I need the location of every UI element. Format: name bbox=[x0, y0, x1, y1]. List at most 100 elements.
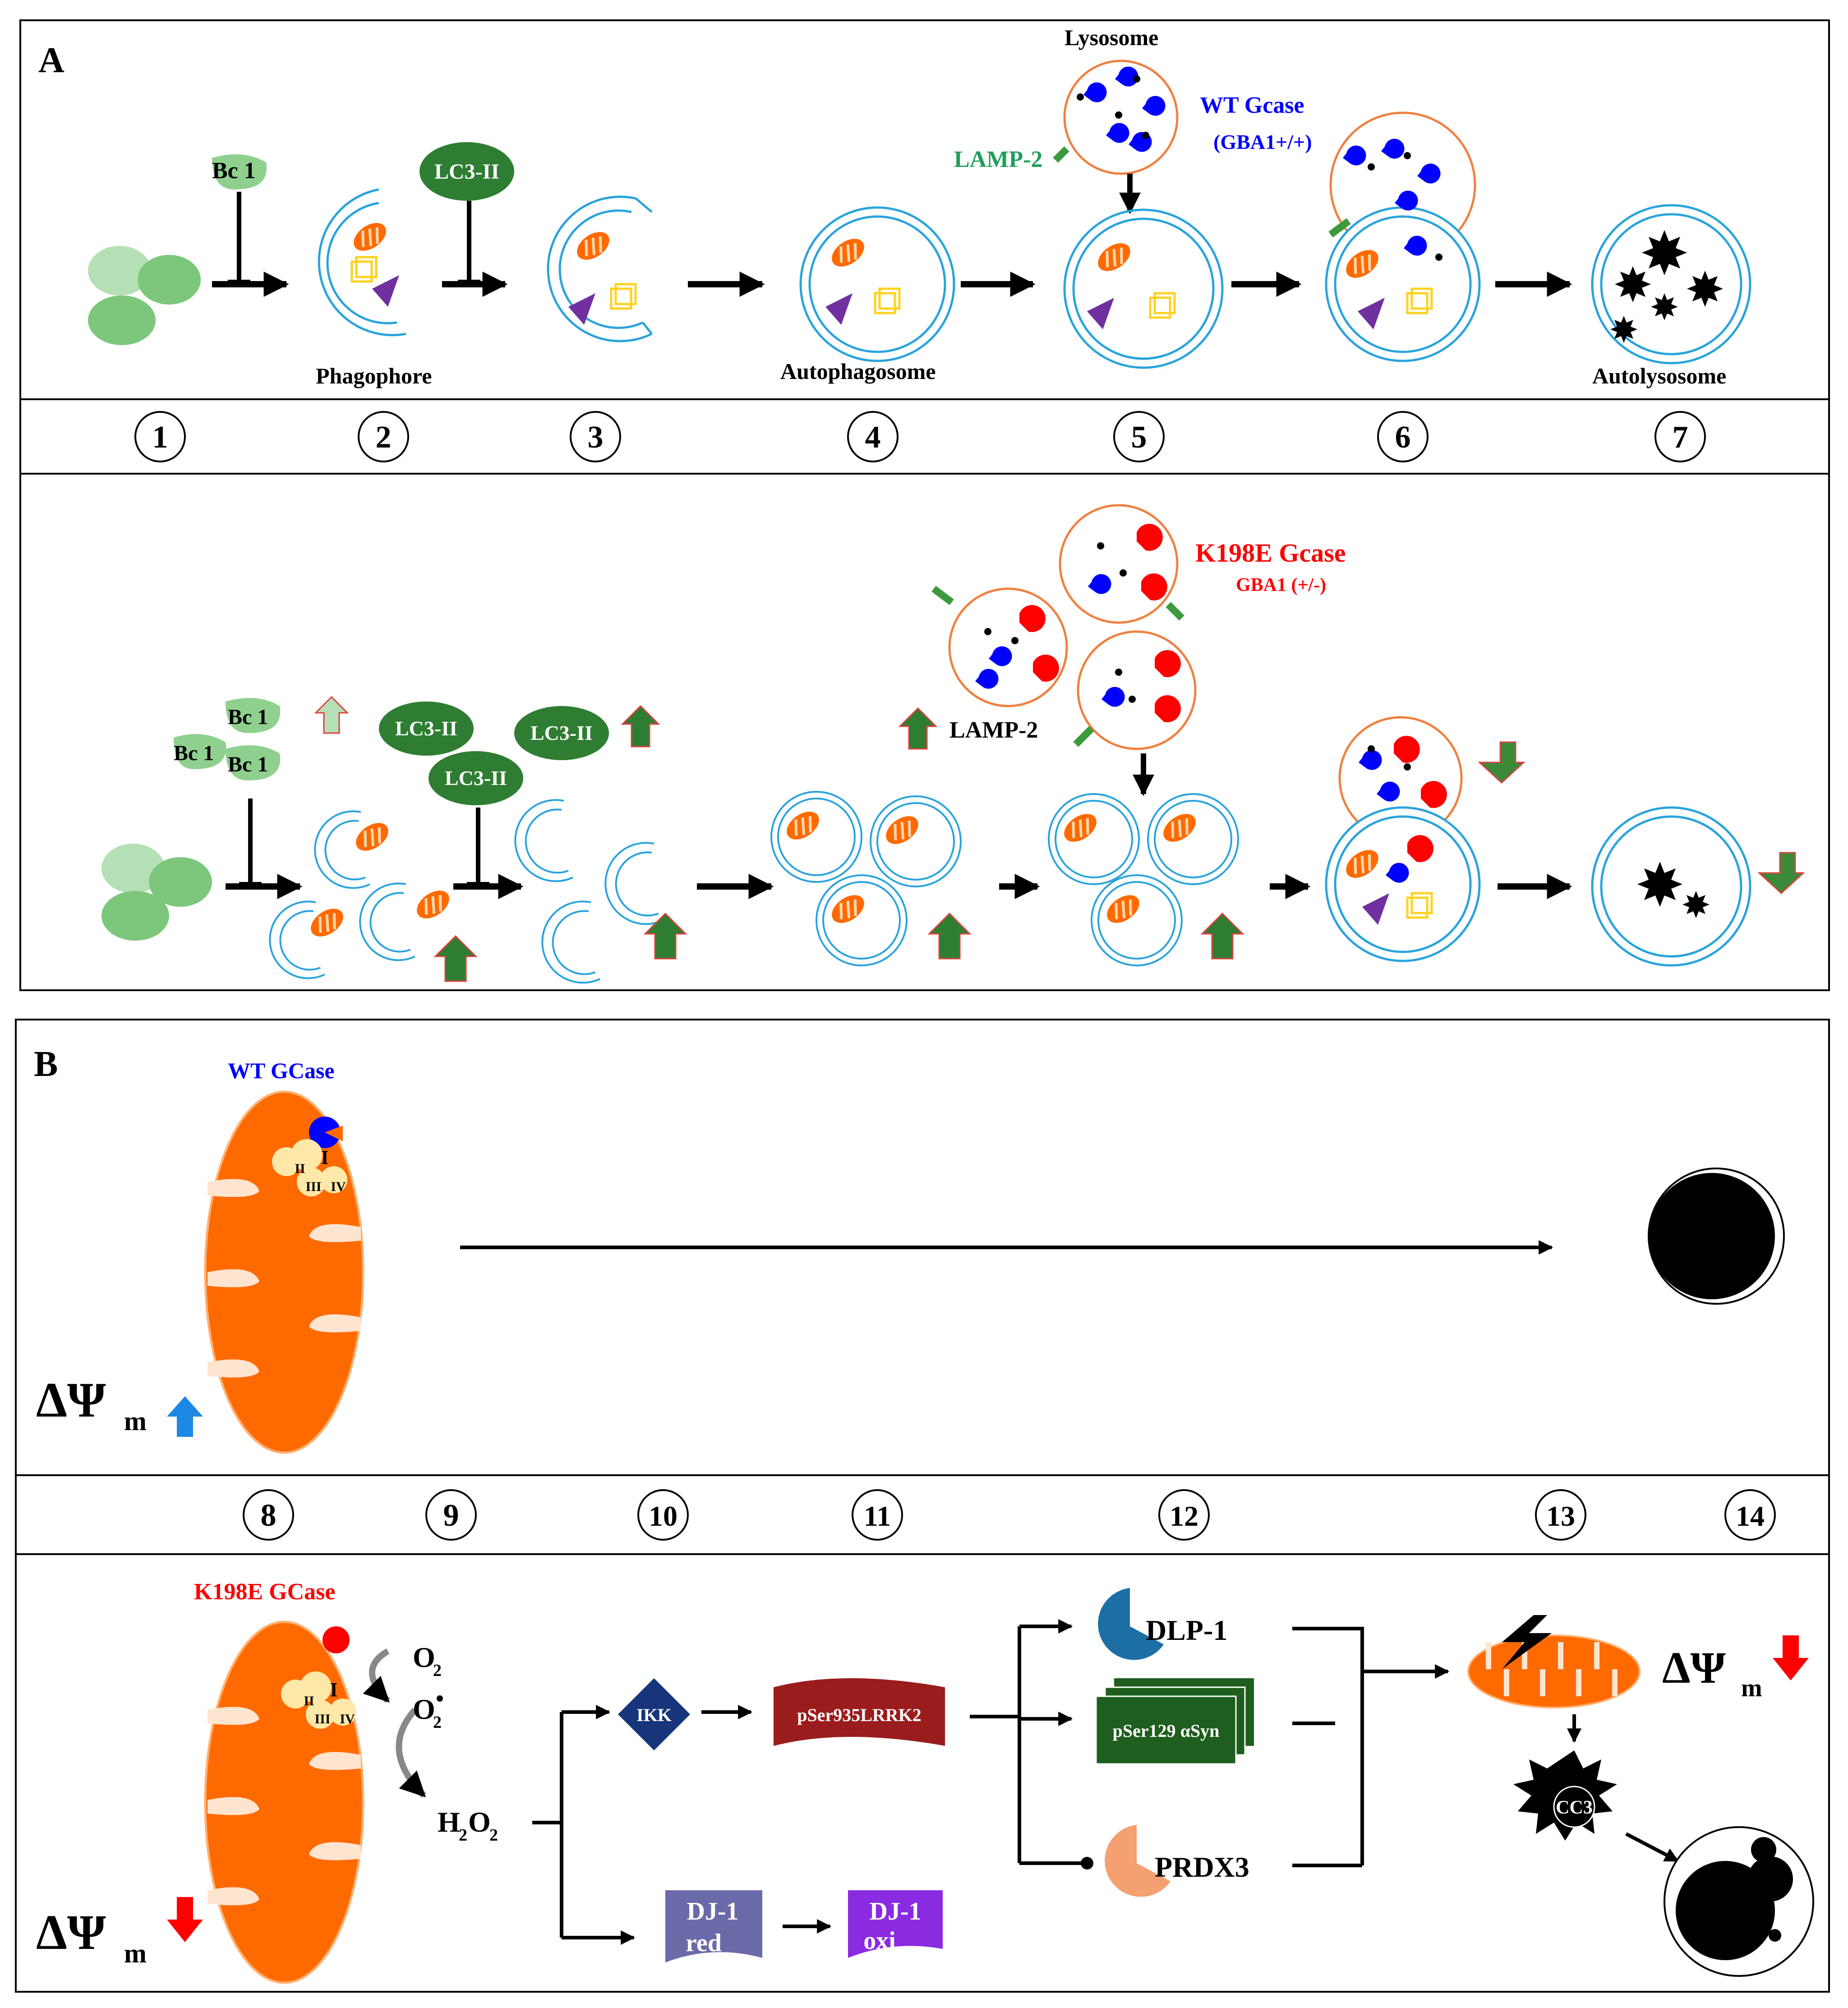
asyn-node: pSer129 αSyn bbox=[1095, 1678, 1254, 1765]
svg-text:II: II bbox=[304, 1694, 314, 1708]
svg-text:LC3-II: LC3-II bbox=[395, 717, 457, 740]
down-arrow-fusion bbox=[1478, 741, 1525, 784]
step-circle-14: 14 bbox=[1724, 1489, 1776, 1541]
svg-text:IKK: IKK bbox=[636, 1705, 672, 1725]
up-arrow-phagophore bbox=[433, 935, 478, 982]
svg-text:m: m bbox=[124, 1406, 147, 1436]
autophagosome bbox=[799, 206, 955, 362]
svg-text:ΔΨ: ΔΨ bbox=[36, 1372, 106, 1427]
elongating-phagophore bbox=[547, 195, 653, 342]
bc1-inhibition-line-mut bbox=[239, 799, 262, 886]
dpsi-mut-2: ΔΨ m bbox=[1662, 1643, 1762, 1702]
step-circle-3: 3 bbox=[570, 411, 621, 462]
svg-text:H: H bbox=[438, 1806, 460, 1838]
svg-text:Bc 1: Bc 1 bbox=[228, 705, 268, 729]
svg-text:1: 1 bbox=[152, 420, 168, 455]
lrrk2-node: pSer935LRRK2 bbox=[774, 1678, 945, 1746]
up-arrow-lamp2 bbox=[898, 707, 938, 750]
svg-text:3: 3 bbox=[588, 420, 604, 455]
svg-text:PRDX3: PRDX3 bbox=[1155, 1851, 1249, 1883]
svg-text:Bc 1: Bc 1 bbox=[212, 158, 256, 184]
phagophore bbox=[318, 188, 406, 337]
svg-text:red: red bbox=[686, 1929, 722, 1957]
lysosome-wt bbox=[1063, 60, 1179, 175]
healthy-cell-endpoint bbox=[1648, 1168, 1785, 1305]
autophagosome-label: Autophagosome bbox=[780, 359, 936, 384]
panel-b-label: B bbox=[34, 1044, 58, 1084]
step-circle-10: 10 bbox=[637, 1489, 689, 1541]
autophagosomes-mut bbox=[770, 791, 962, 966]
svg-text:5: 5 bbox=[1131, 420, 1147, 455]
autophagosome-docking bbox=[1063, 208, 1224, 369]
svg-text:2: 2 bbox=[433, 1661, 442, 1680]
ros-curve-2 bbox=[396, 1708, 426, 1798]
svg-text:pSer935LRRK2: pSer935LRRK2 bbox=[797, 1705, 922, 1725]
svg-text:ΔΨ: ΔΨ bbox=[1662, 1643, 1726, 1693]
up-arrow-elongating bbox=[643, 912, 687, 960]
step-circle-13: 13 bbox=[1535, 1489, 1586, 1541]
panel-a-frame bbox=[19, 19, 1830, 991]
down-arrow-autolysosome bbox=[1757, 852, 1805, 895]
lysosome-label: Lysosome bbox=[1065, 25, 1158, 50]
svg-text:CC3: CC3 bbox=[1556, 1797, 1593, 1818]
svg-text:m: m bbox=[1741, 1674, 1762, 1702]
autolysosome-wt bbox=[1591, 204, 1751, 365]
mitochondrion-mut: I II III IV bbox=[204, 1620, 364, 1984]
up-arrow-lc3 bbox=[621, 705, 660, 748]
svg-text:pSer129 αSyn: pSer129 αSyn bbox=[1113, 1721, 1220, 1741]
dj1-red-node: DJ-1 red bbox=[665, 1890, 762, 1962]
svg-text:IV: IV bbox=[331, 1179, 346, 1194]
svg-text:LC3-II: LC3-II bbox=[434, 160, 499, 184]
bc1-cluster-mut: Bc 1 Bc 1 Bc 1 bbox=[174, 698, 281, 780]
svg-text:6: 6 bbox=[1395, 420, 1411, 455]
step-circle-2: 2 bbox=[358, 411, 409, 462]
lc3-inhibition-line-mut bbox=[467, 808, 489, 886]
lamp2-label-mut: LAMP-2 bbox=[949, 717, 1038, 743]
h2o2-label: H 2 O 2 bbox=[438, 1806, 498, 1845]
cell-cluster-wt bbox=[88, 246, 201, 345]
svg-text:10: 10 bbox=[649, 1500, 677, 1532]
svg-text:LC3-II: LC3-II bbox=[445, 766, 507, 789]
phagophore-label: Phagophore bbox=[316, 363, 432, 388]
dpsi-mut: ΔΨ m bbox=[36, 1905, 147, 1968]
svg-text:13: 13 bbox=[1546, 1500, 1575, 1532]
svg-text:DJ-1: DJ-1 bbox=[687, 1897, 738, 1925]
step-circle-4: 4 bbox=[847, 411, 899, 462]
lc3-cluster-mut: LC3-II LC3-II LC3-II bbox=[379, 702, 609, 805]
svg-text:II: II bbox=[295, 1161, 305, 1176]
step-circle-6: 6 bbox=[1377, 411, 1429, 462]
apoptotic-cell bbox=[1664, 1826, 1814, 1977]
svg-text:ΔΨ: ΔΨ bbox=[36, 1905, 106, 1960]
svg-text:I: I bbox=[330, 1679, 337, 1701]
dpsi-down-arrow-2 bbox=[1773, 1635, 1809, 1680]
lamp2-stalk-mut-2 bbox=[1166, 602, 1184, 621]
dlp1-node: DLP-1 bbox=[1098, 1588, 1227, 1660]
lamp2-label-wt: LAMP-2 bbox=[954, 147, 1042, 172]
dpsi-down-arrow-mut bbox=[167, 1897, 203, 1942]
prdx3-node: PRDX3 bbox=[1105, 1825, 1249, 1897]
autolysosome-mut bbox=[1591, 806, 1751, 967]
mut-gcase-label-b: K198E GCase bbox=[194, 1579, 335, 1605]
cell-cluster-mut bbox=[101, 844, 212, 941]
step-circle-1: 1 bbox=[134, 411, 186, 462]
up-arrow-light-bc1 bbox=[314, 696, 349, 734]
o2-label: O 2 bbox=[413, 1641, 442, 1680]
docking-mut bbox=[1048, 793, 1239, 966]
lc3-wt: LC3-II bbox=[419, 142, 514, 201]
ros-curve-1 bbox=[363, 1648, 390, 1703]
wt-genotype-label: (GBA1+/+) bbox=[1213, 130, 1312, 153]
lamp2-stalk-mut-3 bbox=[1073, 726, 1094, 747]
lc3-inhibition-line bbox=[458, 201, 480, 284]
step-circle-12: 12 bbox=[1158, 1489, 1210, 1541]
lamp2-stalk-fusion bbox=[1328, 218, 1351, 238]
cc3-node: CC3 bbox=[1513, 1750, 1617, 1841]
svg-text:9: 9 bbox=[443, 1498, 459, 1533]
convergence-lines bbox=[1292, 1627, 1364, 1867]
svg-text:O: O bbox=[468, 1806, 491, 1838]
lrrk2-branch bbox=[970, 1626, 1021, 1863]
dj1-oxi-node: DJ-1 oxi bbox=[848, 1890, 943, 1958]
dpsi-wt: ΔΨ m bbox=[36, 1372, 147, 1436]
svg-text:2: 2 bbox=[376, 420, 392, 455]
svg-text:2: 2 bbox=[459, 1826, 467, 1845]
